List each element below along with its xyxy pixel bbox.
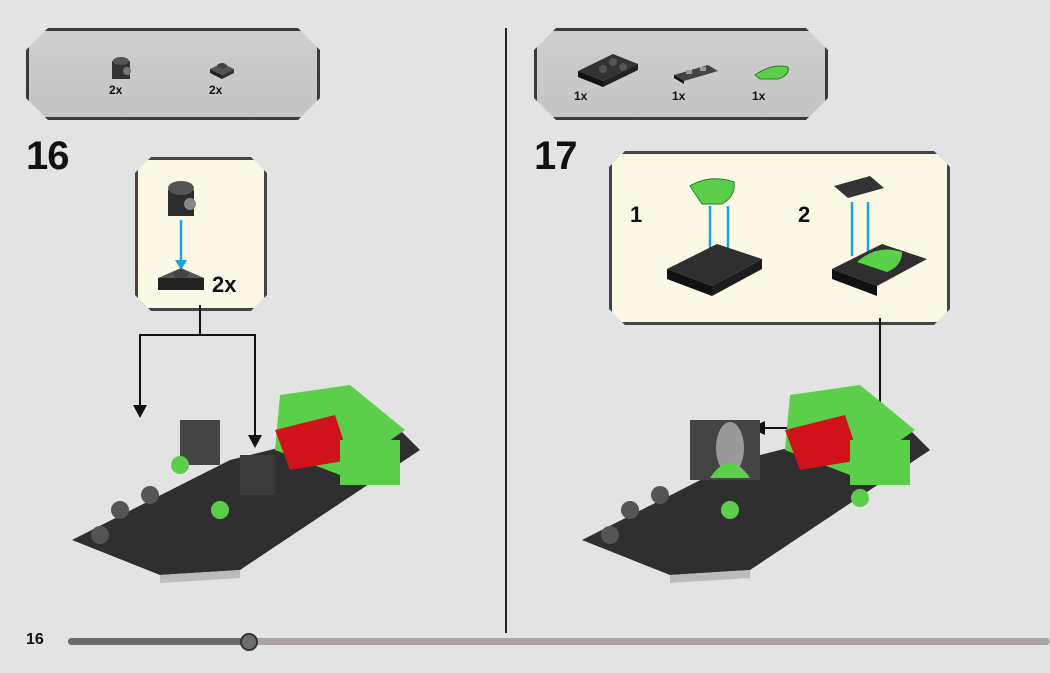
part-round-plate-icon	[573, 49, 643, 89]
step-17-model-illustration	[582, 318, 930, 583]
part-green-tile-icon	[752, 61, 792, 85]
substeps-illustration	[662, 174, 932, 304]
part-brick-icon	[107, 53, 137, 83]
step-number: 16	[26, 134, 69, 178]
slider-progress	[68, 638, 249, 645]
page-number: 16	[26, 631, 44, 648]
substep-number: 2	[798, 202, 811, 227]
parts-list-step-17: 1x 1x 1x	[534, 28, 828, 120]
part-qty: 2x	[209, 83, 223, 97]
page-divider	[505, 28, 507, 633]
step-16-model-illustration	[72, 305, 420, 583]
callout-quantity: 2x	[212, 272, 237, 297]
page-slider[interactable]	[68, 633, 1050, 651]
part-grille-tile-icon	[672, 61, 720, 85]
slider-thumb[interactable]	[239, 633, 258, 651]
substep-number: 1	[630, 202, 643, 227]
parts-list-step-16: 2x 2x	[26, 28, 320, 120]
part-plate-icon	[207, 57, 237, 81]
part-qty: 1x	[752, 89, 766, 103]
sub-assembly-callout: 1 2	[609, 151, 950, 325]
brick-to-plate-illustration	[158, 170, 218, 300]
part-qty: 1x	[574, 89, 588, 103]
step-number: 17	[534, 134, 577, 178]
sub-assembly-callout: 2x	[135, 157, 267, 311]
part-qty: 1x	[672, 89, 686, 103]
part-qty: 2x	[109, 83, 123, 97]
